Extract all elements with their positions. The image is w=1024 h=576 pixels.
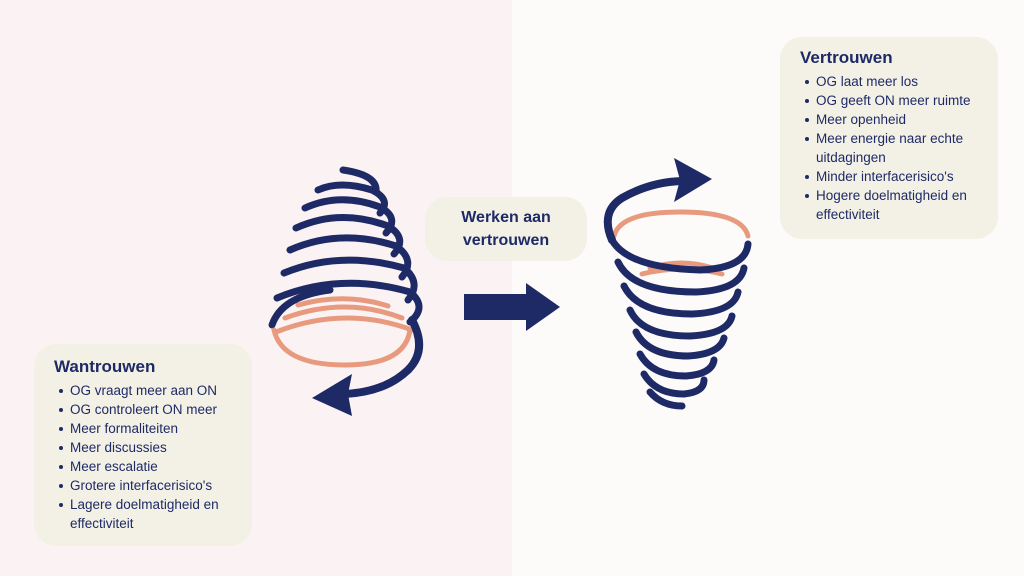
distrust-list: OG vraagt meer aan ON OG controleert ON … xyxy=(54,381,238,533)
list-item: Hogere doelmatigheid en effectiviteit xyxy=(805,186,984,224)
list-item: Meer formaliteiten xyxy=(59,419,238,438)
distrust-spiral-icon xyxy=(268,166,423,416)
list-item: Minder interfacerisico's xyxy=(805,167,984,186)
work-on-trust-label: Werken aan vertrouwen xyxy=(425,197,587,261)
trust-title: Vertrouwen xyxy=(800,48,893,67)
list-item: Meer energie naar echte uitdagingen xyxy=(805,129,984,167)
right-arrow-icon xyxy=(464,283,560,331)
distrust-title: Wantrouwen xyxy=(54,357,156,376)
list-item: Meer discussies xyxy=(59,438,238,457)
list-item: OG vraagt meer aan ON xyxy=(59,381,238,400)
list-item: Lagere doelmatigheid en effectiviteit xyxy=(59,495,238,533)
trust-card: Vertrouwen OG laat meer los OG geeft ON … xyxy=(780,37,998,239)
list-item: OG laat meer los xyxy=(805,72,984,91)
list-item: Grotere interfacerisico's xyxy=(59,476,238,495)
trust-spiral-icon xyxy=(603,158,752,410)
distrust-card: Wantrouwen OG vraagt meer aan ON OG cont… xyxy=(34,344,252,546)
trust-list: OG laat meer los OG geeft ON meer ruimte… xyxy=(800,72,984,224)
list-item: OG controleert ON meer xyxy=(59,400,238,419)
list-item: OG geeft ON meer ruimte xyxy=(805,91,984,110)
list-item: Meer openheid xyxy=(805,110,984,129)
list-item: Meer escalatie xyxy=(59,457,238,476)
